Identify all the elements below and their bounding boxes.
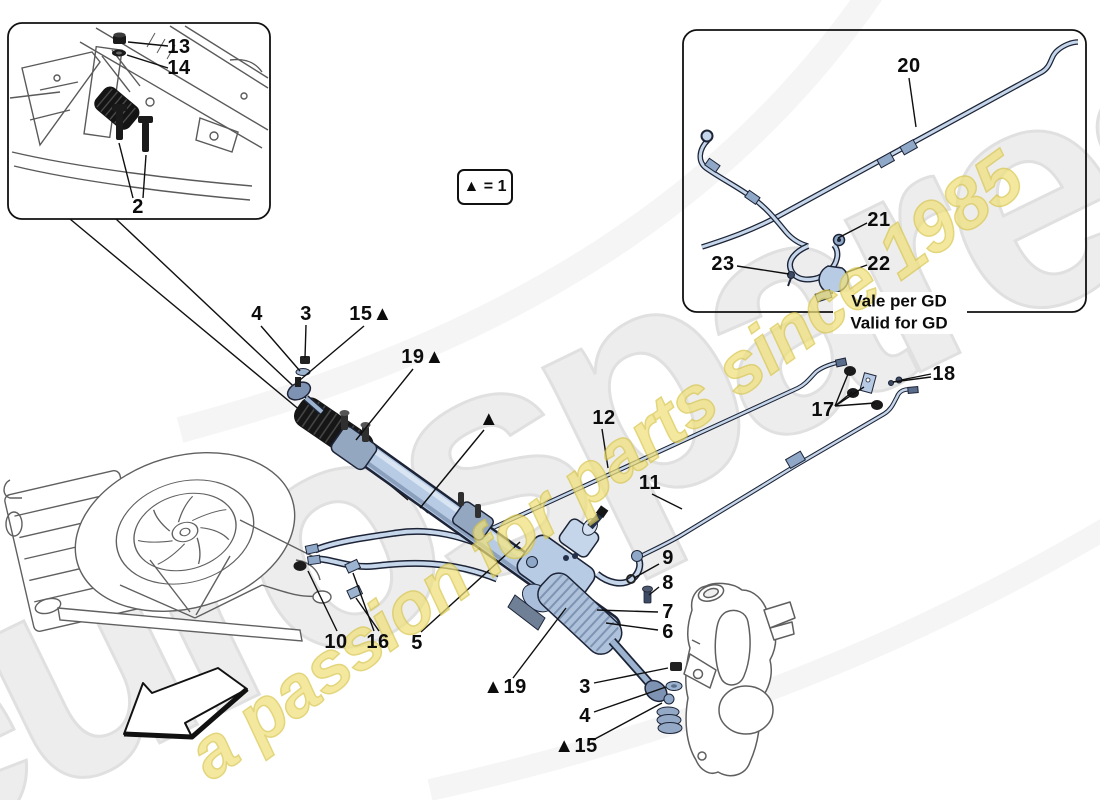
- callout-7: 7: [662, 601, 674, 623]
- o-ring-9: [626, 574, 636, 584]
- chassis-inset-drawing: [9, 25, 269, 201]
- leader-lines: [118, 41, 932, 741]
- clip-16a: [344, 558, 362, 574]
- legend-text: ▲ = 1: [463, 178, 507, 195]
- nut-13: [113, 32, 126, 44]
- gd-note-line2: Valid for GD: [850, 313, 948, 333]
- callout-20: 20: [897, 55, 921, 77]
- legend-box: ▲ = 1: [457, 169, 513, 205]
- callout-10: 10: [324, 631, 348, 653]
- callout-11: 11: [638, 472, 662, 494]
- callout-4-top: 4: [251, 303, 263, 325]
- screw-23: [787, 271, 795, 287]
- callout-19-bottom: ▲19: [483, 676, 527, 698]
- callout-17: 17: [811, 399, 835, 421]
- callout-8: 8: [662, 572, 674, 594]
- callout-9: 9: [662, 547, 674, 569]
- callout-19-top: 19▲: [401, 346, 445, 368]
- callout-12: 12: [592, 407, 616, 429]
- gd-note-line1: Vale per GD: [851, 291, 947, 311]
- note-mask: [833, 292, 967, 334]
- rack-clamp-left: [330, 410, 378, 471]
- grommet-10-area: [293, 561, 307, 571]
- knuckle-drawing: [683, 582, 796, 777]
- steering-rack-drawing: [286, 356, 919, 734]
- frame-bolts: [112, 104, 153, 152]
- callout-16: 16: [366, 631, 390, 653]
- rack-clamp-center: [452, 492, 494, 541]
- callout-21: 21: [867, 209, 891, 231]
- callout-6: 6: [662, 621, 674, 643]
- background-swoosh: [176, 0, 1100, 800]
- pipe-12: [472, 359, 841, 540]
- callout-14: 14: [167, 57, 191, 79]
- washer-14: [112, 49, 126, 57]
- ball-joint-parts: [656, 662, 683, 734]
- callout-2: 2: [132, 196, 144, 218]
- top-left-inset-border: [7, 22, 271, 220]
- tie-rod-left: [286, 356, 325, 415]
- callout-22: 22: [867, 253, 891, 275]
- callout-4-bottom: 4: [579, 705, 591, 727]
- callout-13: 13: [167, 36, 191, 58]
- callout-3-top: 3: [300, 303, 312, 325]
- elbow-hose: [594, 556, 644, 587]
- pipe-11: [639, 387, 914, 559]
- callout-15-bottom: ▲15: [554, 735, 598, 757]
- pipes-inset-drawing: [697, 39, 1079, 303]
- callout-15-top: 15▲: [349, 303, 393, 325]
- callout-18: 18: [932, 363, 956, 385]
- direction-arrow: [123, 667, 249, 740]
- bolt-8: [642, 585, 653, 604]
- rack-boot-right: [537, 572, 623, 655]
- callout-triangle: ▲: [478, 408, 500, 430]
- radiator-fan-drawing: [3, 451, 332, 642]
- callout-3-bottom: 3: [579, 676, 591, 698]
- callout-5: 5: [411, 632, 423, 654]
- callout-23: 23: [711, 253, 735, 275]
